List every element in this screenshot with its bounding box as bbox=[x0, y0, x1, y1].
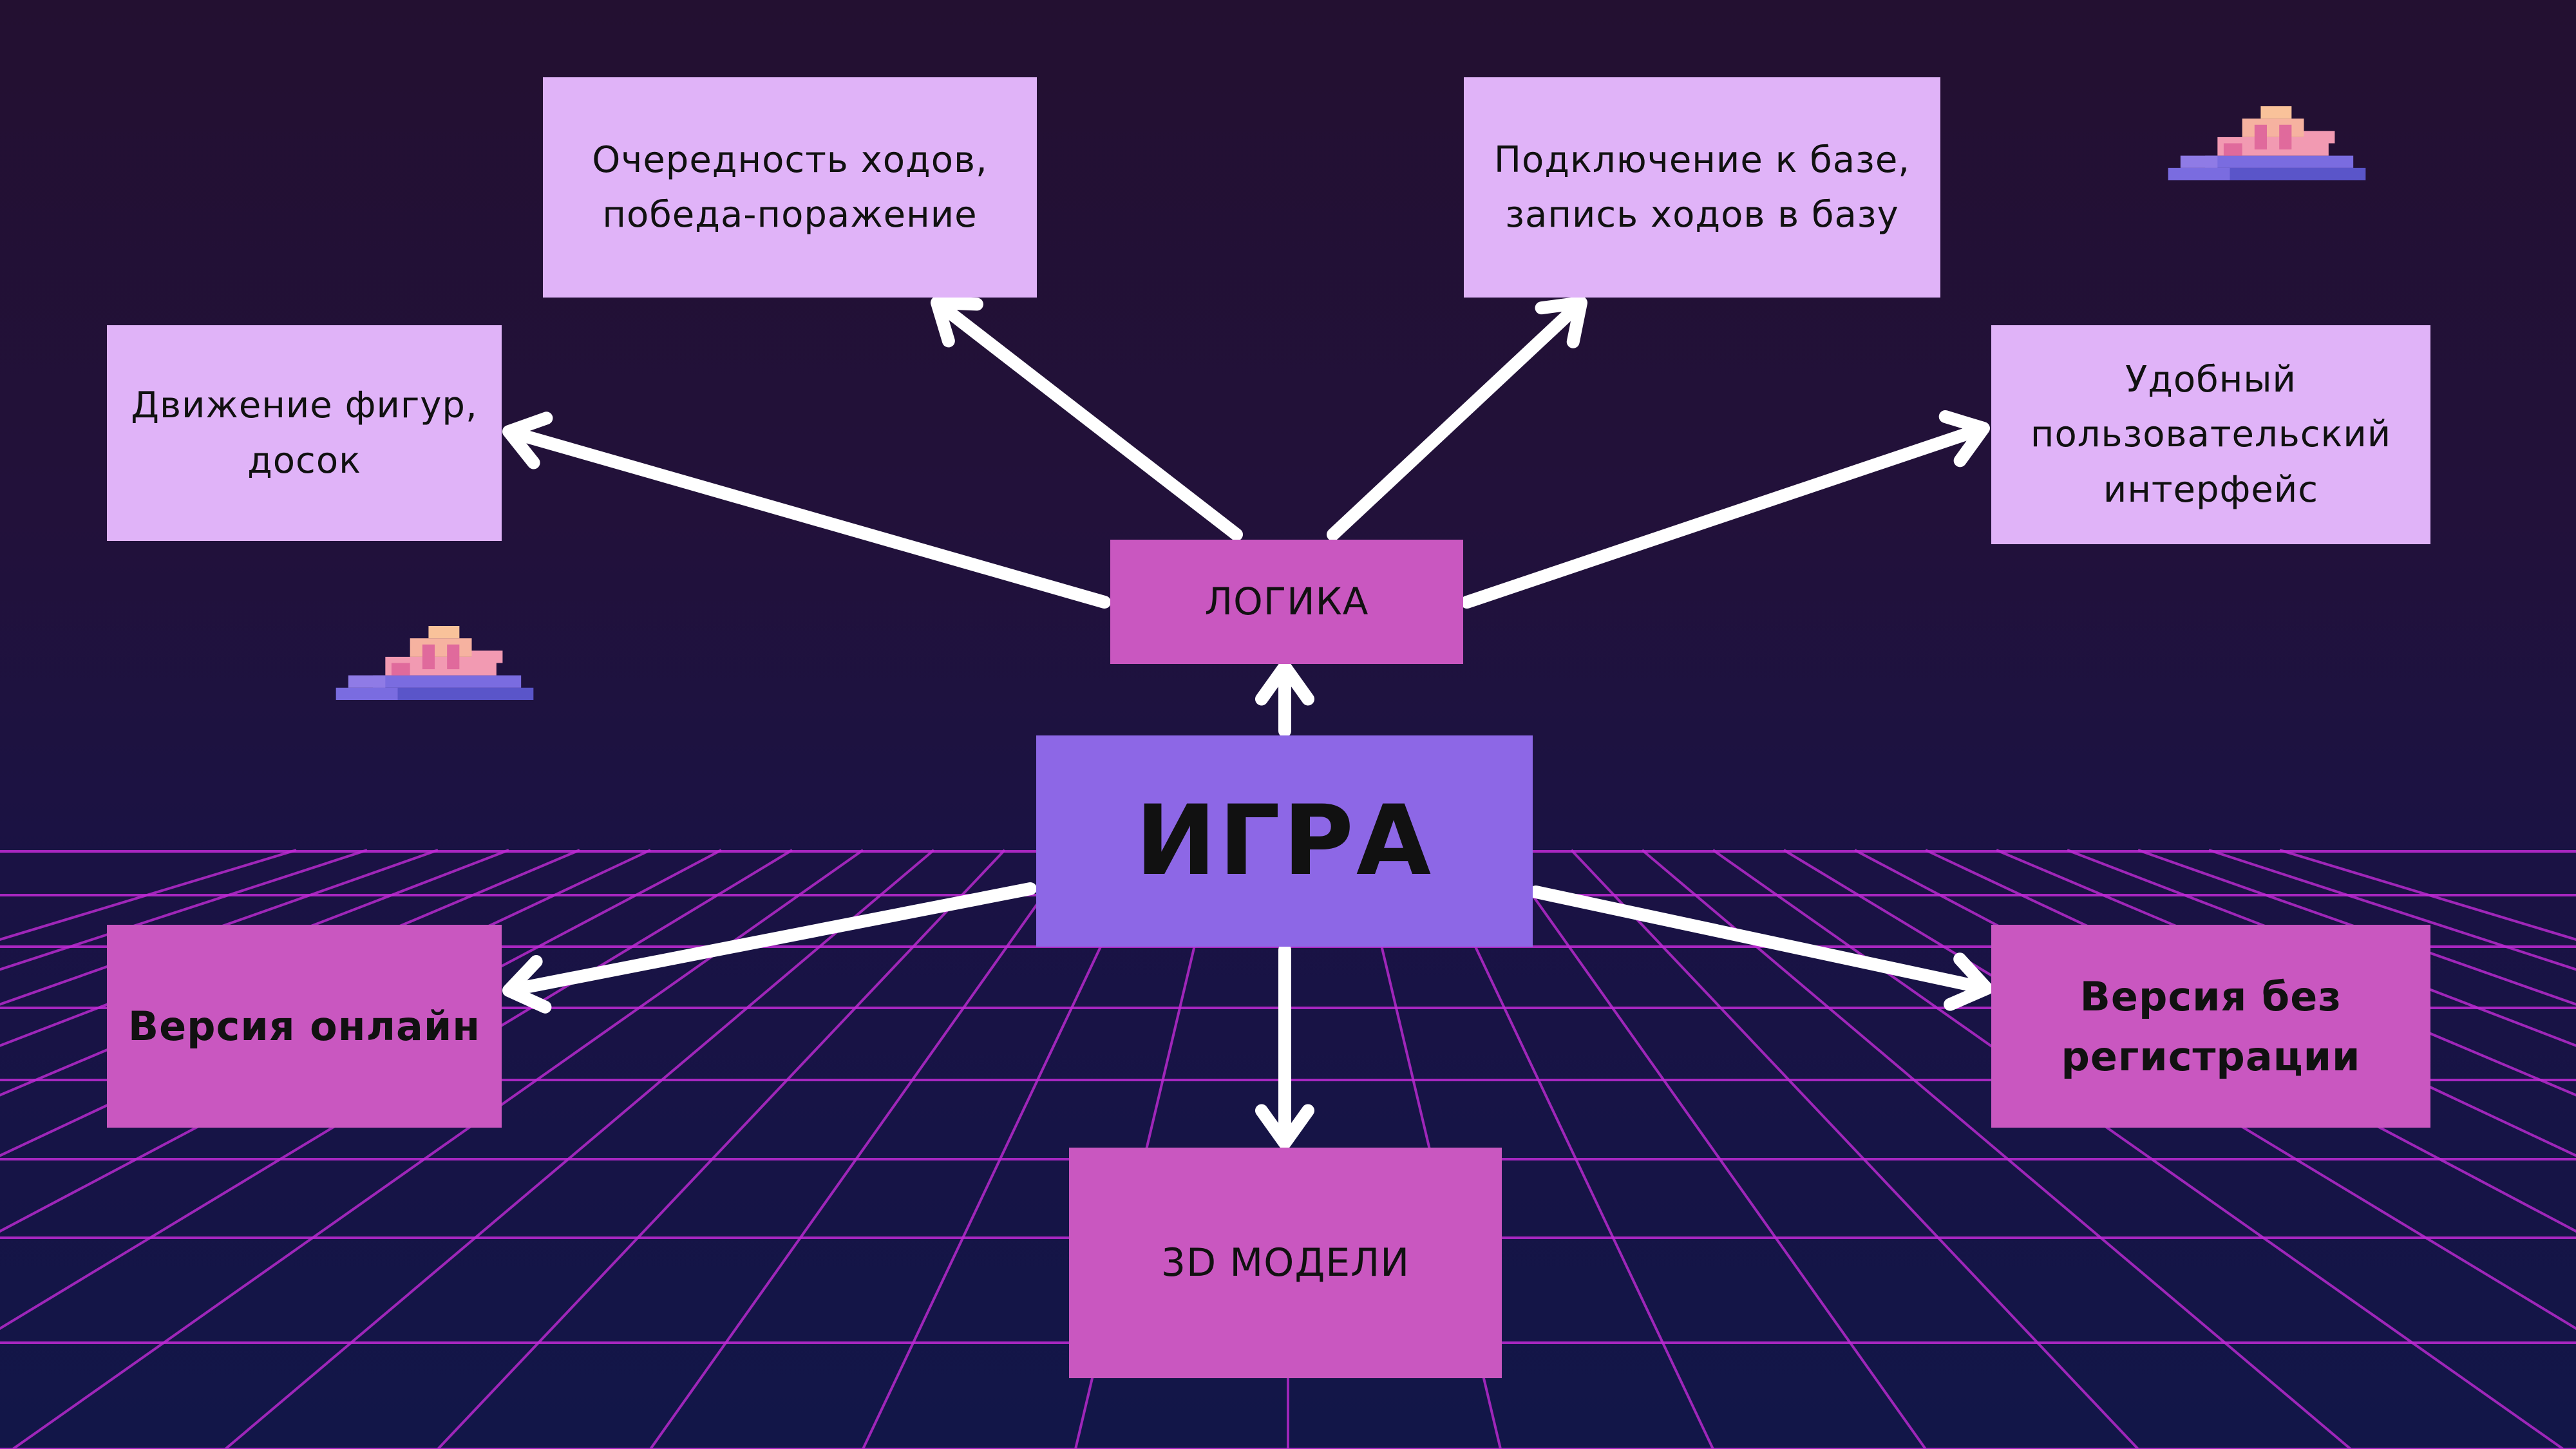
grid-converging-line bbox=[1499, 849, 1927, 1449]
arrow-center-to-no_registration bbox=[1530, 886, 1993, 1011]
grid-converging-line bbox=[0, 849, 722, 1233]
node-turn-order: Очередность ходов, победа-поражение bbox=[543, 77, 1037, 298]
grid-converging-line bbox=[437, 849, 1006, 1449]
pixel-cloud-icon bbox=[336, 626, 534, 700]
grid-converging-line bbox=[1428, 849, 1714, 1449]
node-online-version: Версия онлайн bbox=[107, 925, 502, 1128]
arrow-logic-to-interface bbox=[1461, 410, 1990, 609]
grid-converging-line bbox=[862, 849, 1148, 1449]
node-3d-models: 3D МОДЕЛИ bbox=[1069, 1148, 1502, 1378]
arrow-center-to-online bbox=[502, 882, 1037, 1014]
arrow-center-to-models bbox=[1255, 943, 1315, 1150]
arrow-logic-to-database bbox=[1327, 296, 1587, 541]
node-game-center: ИГРА bbox=[1036, 735, 1533, 947]
grid-converging-line bbox=[2208, 849, 2576, 971]
arrow-center-to-logic bbox=[1255, 660, 1315, 737]
grid-converging-line bbox=[0, 849, 793, 1331]
grid-converging-line bbox=[649, 849, 1077, 1449]
node-user-interface: Удобный пользовательский интерфейс bbox=[1991, 325, 2430, 544]
grid-converging-line bbox=[1570, 849, 2139, 1449]
node-piece-movement: Движение фигур, досок bbox=[107, 325, 502, 541]
arrow-logic-to-movement bbox=[502, 412, 1111, 609]
node-database: Подключение к базе, запись ходов в базу bbox=[1464, 77, 1940, 298]
grid-converging-line bbox=[0, 849, 368, 971]
grid-converging-line bbox=[1783, 849, 2576, 1331]
grid-converging-line bbox=[224, 849, 935, 1449]
node-no-registration: Версия без регистрации bbox=[1991, 925, 2430, 1128]
node-logic: ЛОГИКА bbox=[1110, 540, 1463, 664]
grid-converging-line bbox=[1712, 849, 2564, 1449]
grid-converging-line bbox=[1641, 849, 2352, 1449]
pixel-cloud-icon bbox=[2168, 106, 2366, 180]
arrow-logic-to-turns bbox=[931, 296, 1243, 541]
